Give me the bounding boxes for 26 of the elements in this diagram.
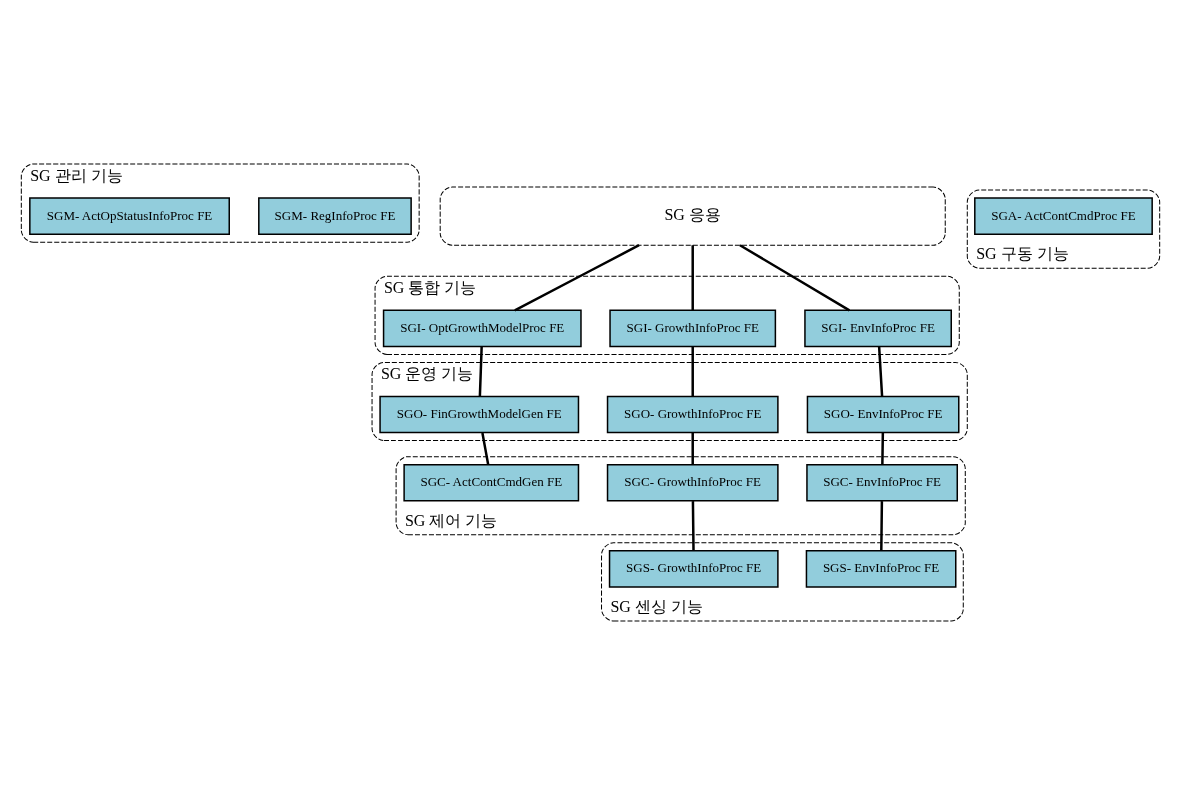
node-box: SGO- FinGrowthModelGen FE: [378, 395, 579, 434]
node-box: SGI- EnvInfoProc FE: [803, 309, 952, 348]
connector: [690, 346, 694, 397]
connector: [877, 346, 883, 397]
connector: [738, 244, 850, 312]
connector: [690, 245, 694, 311]
node-box: SGM- RegInfoProc FE: [257, 197, 412, 235]
connector: [480, 432, 489, 465]
node-box: SGI- GrowthInfoProc FE: [608, 309, 776, 348]
connector: [879, 501, 883, 551]
node-box: SGM- ActOpStatusInfoProc FE: [28, 197, 230, 235]
node-box: SGC- EnvInfoProc FE: [805, 463, 958, 502]
node-box: SGC- GrowthInfoProc FE: [606, 463, 779, 502]
connector: [478, 346, 483, 397]
node-box: SGA- ActContCmdProc FE: [973, 197, 1153, 235]
node-box: SG 응용: [439, 186, 946, 246]
node-box: SGI- OptGrowthModelProc FE: [382, 309, 582, 348]
connector: [880, 432, 884, 465]
node-box: SGS- EnvInfoProc FE: [805, 550, 956, 588]
connector: [513, 244, 640, 312]
node-box: SGC- ActContCmdGen FE: [402, 463, 579, 502]
node-box: SGS- GrowthInfoProc FE: [608, 550, 779, 588]
connector: [690, 432, 694, 465]
node-box: SGO- EnvInfoProc FE: [806, 395, 959, 434]
node-box: SGO- GrowthInfoProc FE: [606, 395, 779, 434]
connector: [691, 501, 695, 551]
